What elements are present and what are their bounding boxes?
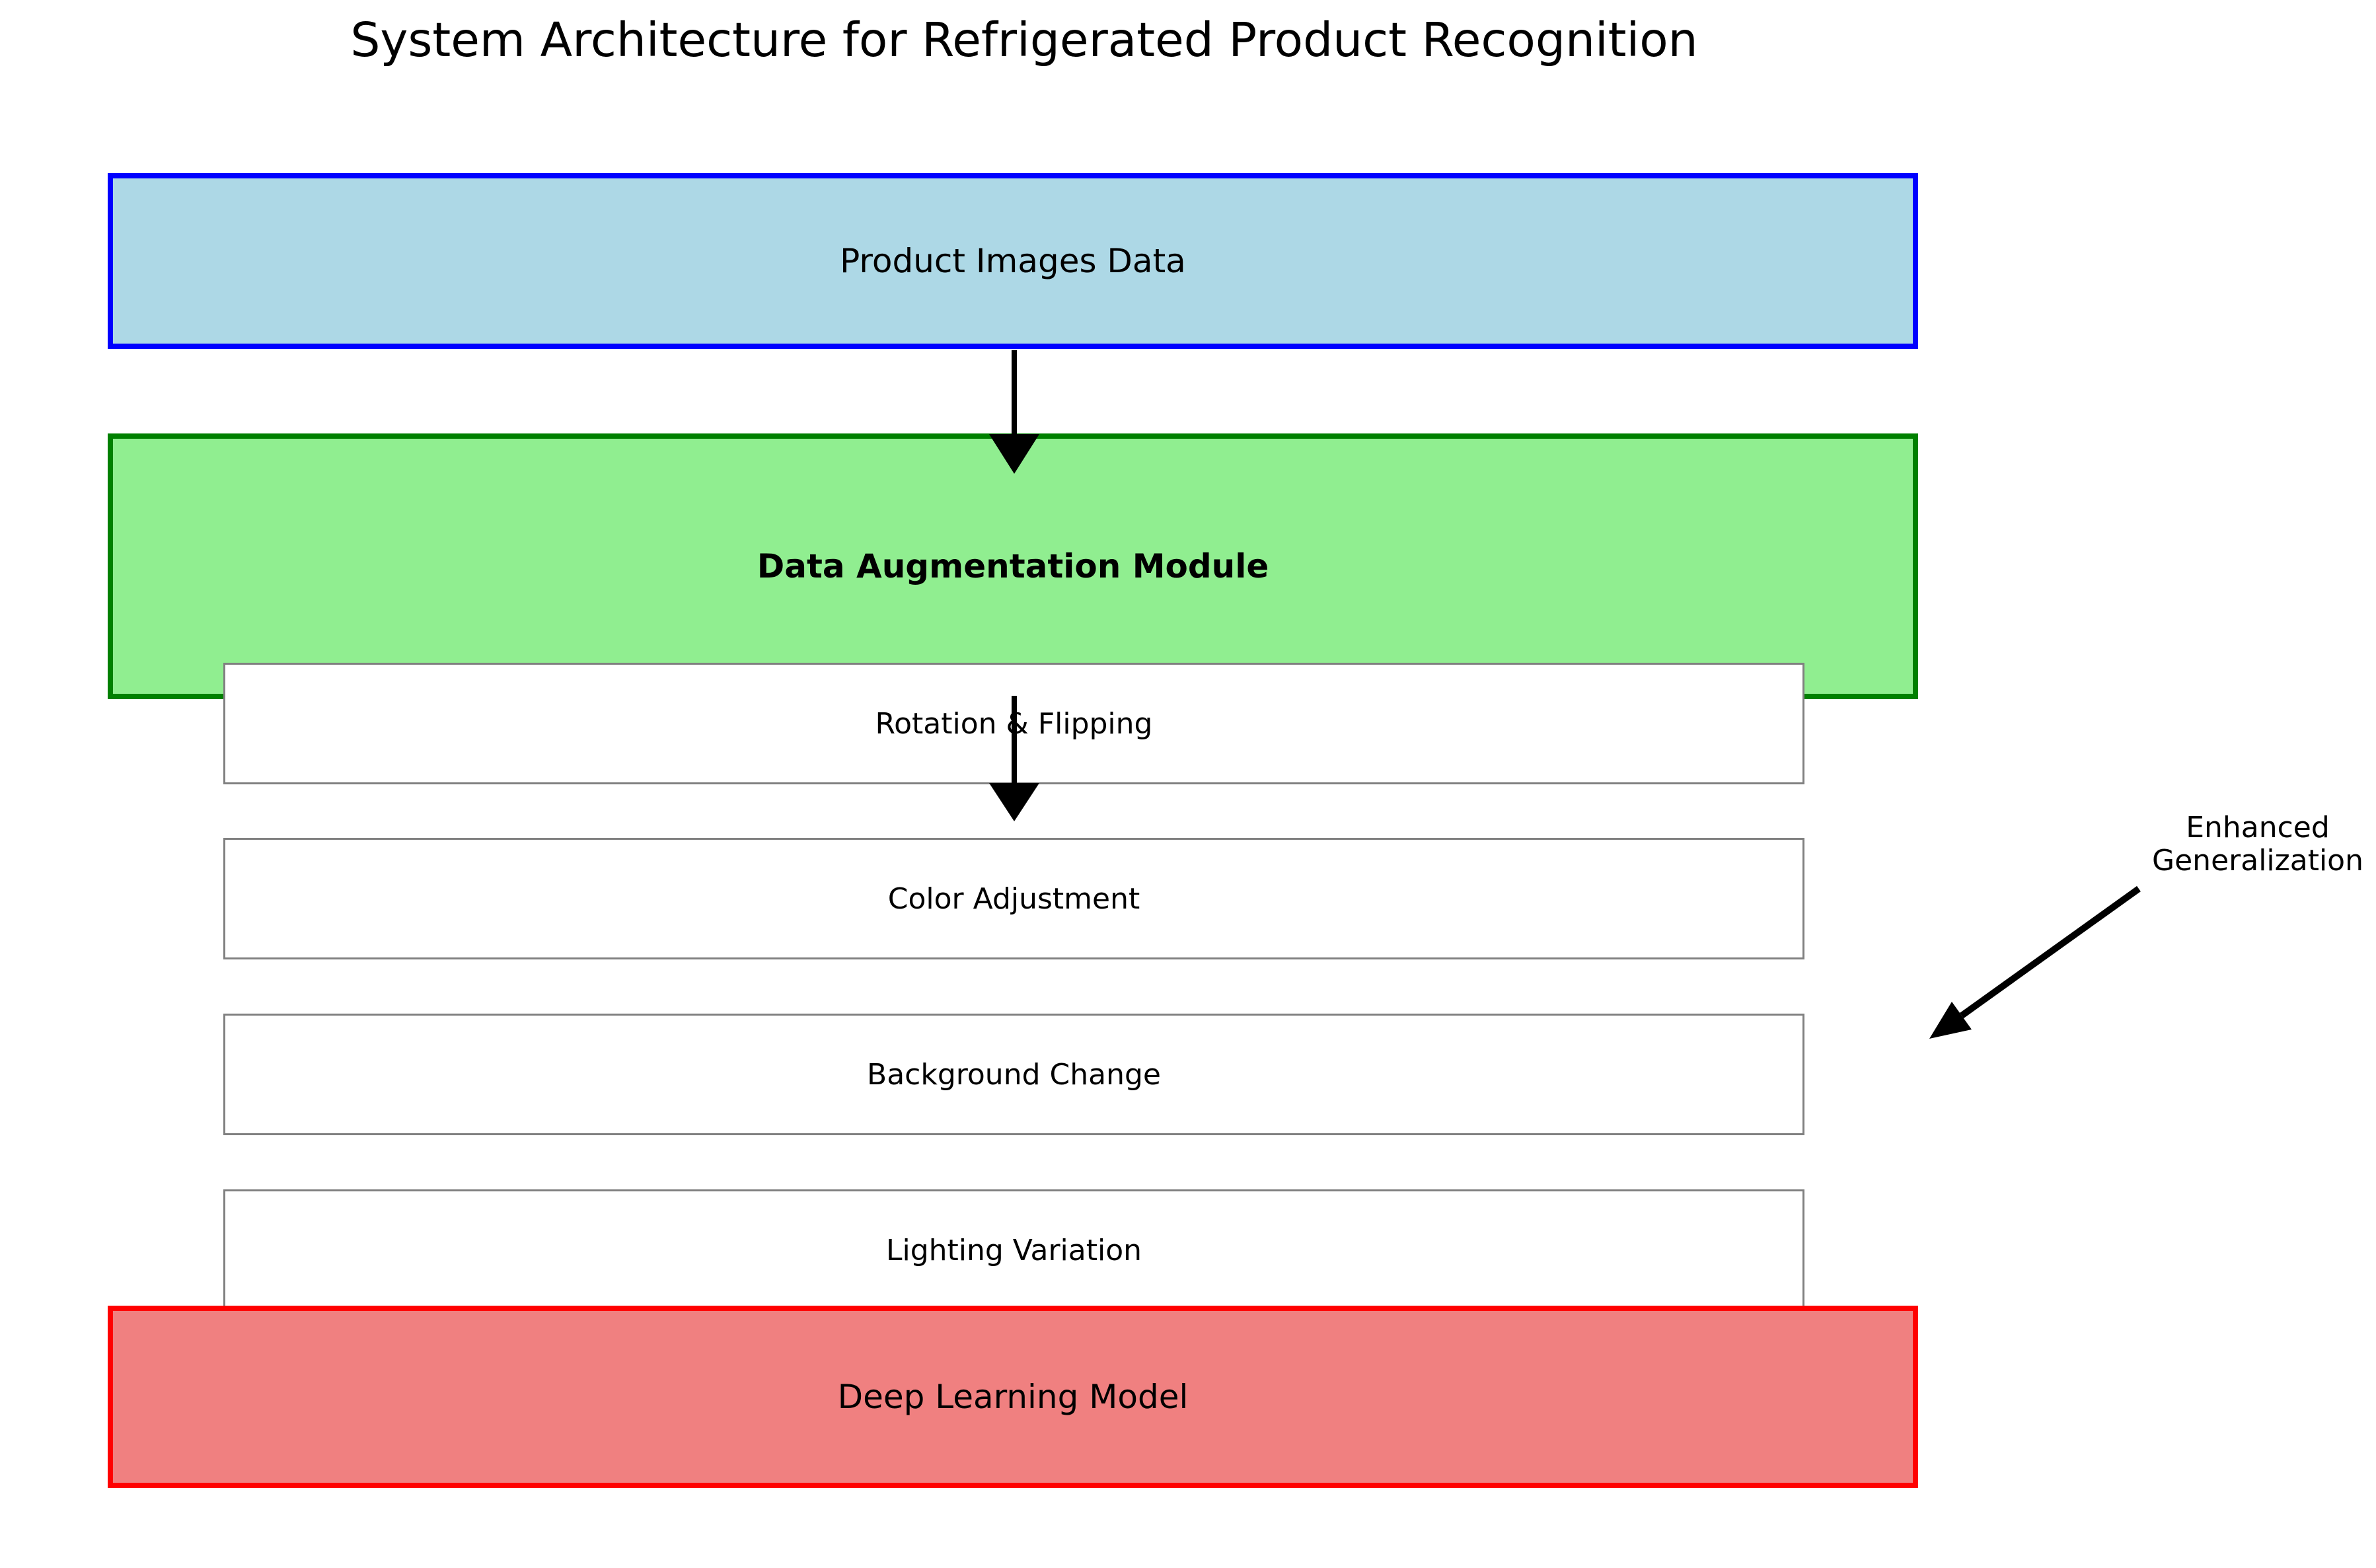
node-deep-learning-model-label: Deep Learning Model	[837, 1378, 1189, 1416]
node-product-images-data-label: Product Images Data	[840, 242, 1186, 280]
arrow-augmentation-to-model-head	[989, 783, 1039, 821]
step-color-adjustment-label: Color Adjustment	[887, 881, 1140, 916]
node-deep-learning-model: Deep Learning Model	[108, 1306, 1918, 1488]
arrow-enhanced-generalization-shaft	[1960, 885, 2141, 1019]
node-data-augmentation-module: Data Augmentation Module	[108, 433, 1918, 699]
node-data-augmentation-module-label: Data Augmentation Module	[757, 547, 1269, 585]
diagram-title: System Architecture for Refrigerated Pro…	[350, 13, 1698, 67]
step-rotation-flipping: Rotation & Flipping	[223, 663, 1804, 784]
step-lighting-variation: Lighting Variation	[223, 1189, 1804, 1311]
annotation-enhanced-generalization: Enhanced Generalization	[2152, 811, 2363, 877]
arrow-enhanced-generalization-head	[1929, 1002, 1972, 1039]
step-rotation-flipping-label: Rotation & Flipping	[875, 706, 1153, 741]
step-background-change-label: Background Change	[867, 1057, 1161, 1092]
step-color-adjustment: Color Adjustment	[223, 838, 1804, 959]
node-product-images-data: Product Images Data	[108, 173, 1918, 349]
arrow-enhanced-generalization-pointer	[1929, 885, 2141, 1039]
step-background-change: Background Change	[223, 1014, 1804, 1135]
step-lighting-variation-label: Lighting Variation	[885, 1233, 1142, 1267]
